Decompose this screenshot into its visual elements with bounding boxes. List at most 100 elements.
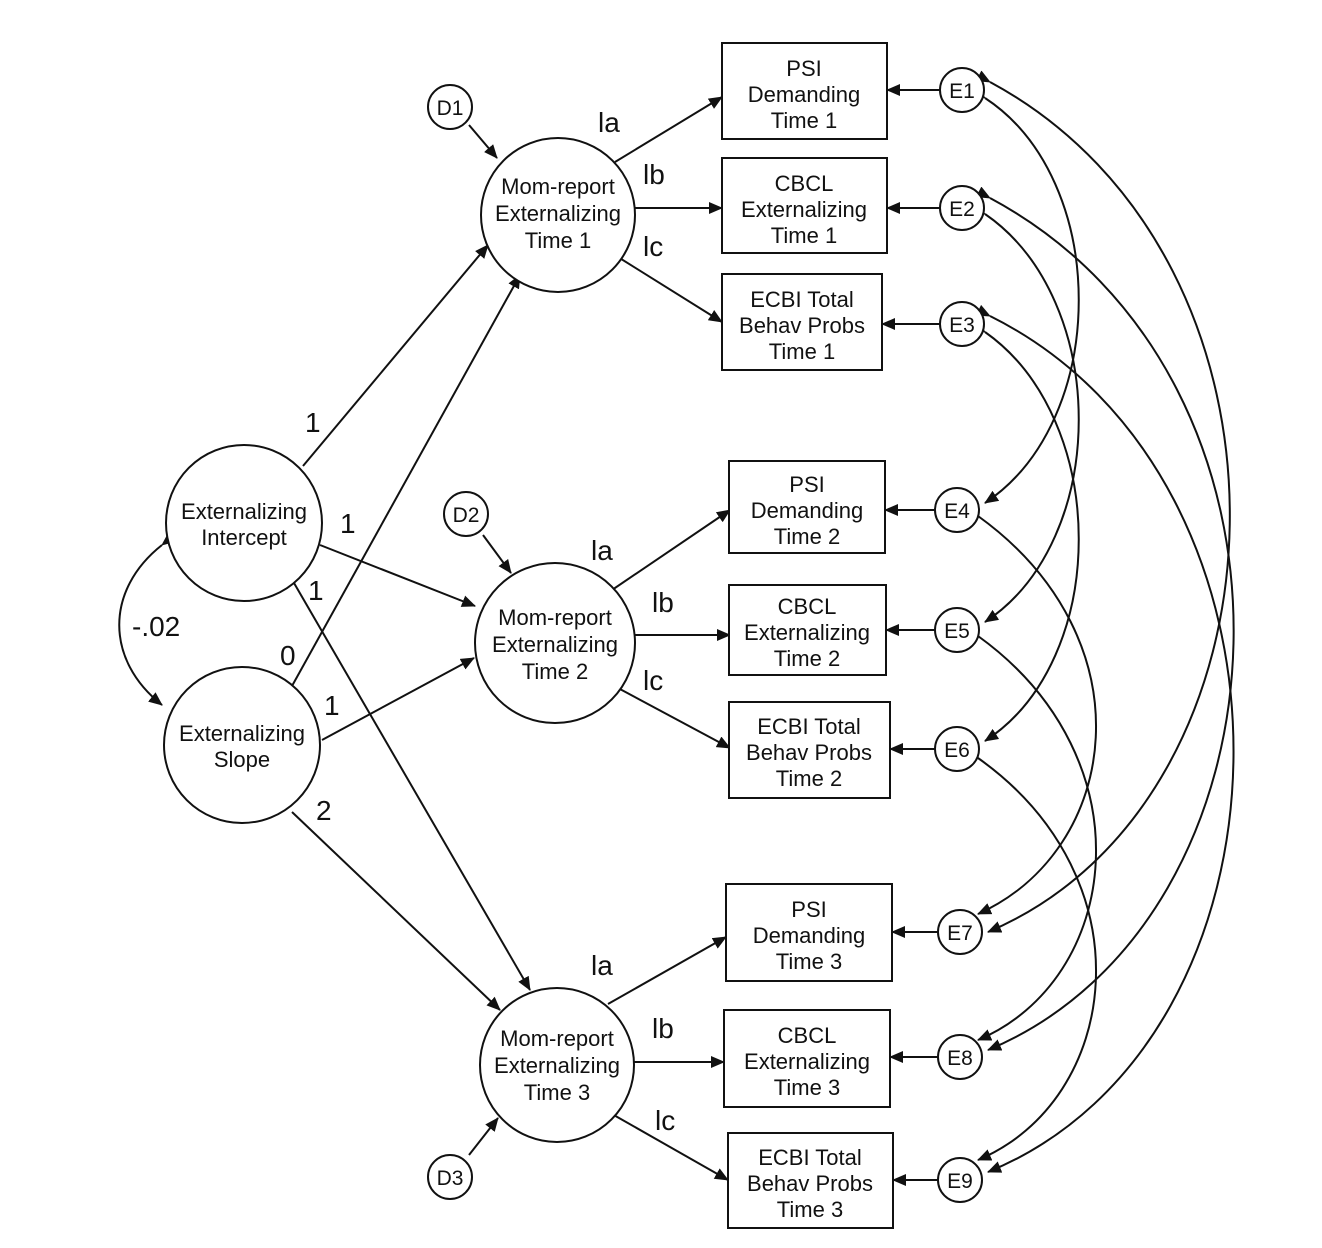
svg-text:E5: E5 [944, 620, 970, 643]
error-paths [881, 84, 940, 1186]
error-e8: E8 [937, 1034, 983, 1080]
svg-text:Externalizing: Externalizing [741, 197, 867, 222]
svg-text:Intercept: Intercept [201, 525, 287, 550]
svg-text:Time 1: Time 1 [771, 223, 837, 248]
svg-text:Time 3: Time 3 [777, 1197, 843, 1222]
svg-text:CBCL: CBCL [778, 594, 837, 619]
intercept-slope-covariance [118, 532, 176, 706]
svg-text:PSI: PSI [789, 472, 824, 497]
svg-text:Externalizing: Externalizing [744, 620, 870, 645]
error-e6: E6 [934, 726, 980, 772]
growth-paths [118, 244, 531, 1011]
svg-text:Externalizing: Externalizing [494, 1053, 620, 1078]
slope-factor: Externalizing Slope [163, 666, 321, 824]
svg-text:Externalizing: Externalizing [744, 1049, 870, 1074]
svg-text:E2: E2 [949, 198, 975, 221]
covariance-e2-e5 [970, 201, 1080, 623]
svg-text:Time 3: Time 3 [774, 1075, 840, 1100]
svg-text:ECBI Total: ECBI Total [758, 1145, 862, 1170]
svg-text:Time 2: Time 2 [776, 766, 842, 791]
covariance-e1-e4 [970, 85, 1080, 504]
svg-text:Time 2: Time 2 [774, 646, 840, 671]
svg-text:PSI: PSI [786, 56, 821, 81]
svg-text:Time 2: Time 2 [522, 659, 588, 684]
svg-text:E3: E3 [949, 314, 975, 337]
label-lb-t1: lb [643, 159, 665, 190]
label-intercept-time2: 1 [340, 508, 356, 539]
label-covariance: -.02 [132, 611, 180, 642]
svg-text:Slope: Slope [214, 747, 270, 772]
svg-text:ECBI Total: ECBI Total [757, 714, 861, 739]
svg-text:Externalizing: Externalizing [492, 632, 618, 657]
covariance-e6-e9 [963, 745, 1098, 1161]
indicator-psi-time-3: PSI Demanding Time 3 [725, 883, 893, 982]
error-e1: E1 [939, 67, 985, 113]
path-labels: 1 1 1 0 1 2 -.02 la lb lc la lb lc la lb… [132, 107, 675, 1136]
label-intercept-time3: 1 [308, 575, 324, 606]
label-lc-t2: lc [643, 665, 663, 696]
error-e7: E7 [937, 909, 983, 955]
svg-text:Externalizing: Externalizing [495, 201, 621, 226]
svg-text:D3: D3 [437, 1167, 464, 1190]
svg-text:Time 2: Time 2 [774, 524, 840, 549]
svg-text:Behav Probs: Behav Probs [739, 313, 865, 338]
label-slope-time1: 0 [280, 640, 296, 671]
label-slope-time3: 2 [316, 795, 332, 826]
error-e4: E4 [934, 487, 980, 533]
svg-text:Time 3: Time 3 [776, 949, 842, 974]
indicator-ecbi-time-1: ECBI Total Behav Probs Time 1 [721, 273, 883, 371]
svg-text:Behav Probs: Behav Probs [747, 1171, 873, 1196]
time-factor-1: Mom-report Externalizing Time 1 [480, 137, 636, 293]
svg-text:Time 1: Time 1 [771, 108, 837, 133]
indicator-psi-time-1: PSI Demanding Time 1 [721, 42, 888, 140]
covariance-e3-e6 [970, 319, 1080, 742]
svg-text:Time 1: Time 1 [525, 228, 591, 253]
label-lc-t1: lc [643, 231, 663, 262]
svg-text:E4: E4 [944, 500, 970, 523]
indicator-psi-time-2: PSI Demanding Time 2 [728, 460, 886, 554]
indicator-ecbi-time-3: ECBI Total Behav Probs Time 3 [727, 1132, 894, 1229]
label-lc-t3: lc [655, 1105, 675, 1136]
svg-text:E9: E9 [947, 1170, 973, 1193]
svg-text:Time 1: Time 1 [769, 339, 835, 364]
error-e2: E2 [939, 185, 985, 231]
svg-text:Externalizing: Externalizing [181, 499, 307, 524]
loading-paths [607, 96, 731, 1181]
intercept-factor: Externalizing Intercept [165, 444, 323, 602]
error-e5: E5 [934, 607, 980, 653]
error-covariances [963, 70, 1235, 1173]
svg-text:ECBI Total: ECBI Total [750, 287, 854, 312]
svg-text:Time 3: Time 3 [524, 1080, 590, 1105]
svg-text:E8: E8 [947, 1047, 973, 1070]
svg-text:Demanding: Demanding [748, 82, 861, 107]
label-intercept-time1: 1 [305, 407, 321, 438]
covariance-e4-e7 [963, 503, 1098, 915]
disturbance-d2: D2 [443, 491, 489, 537]
disturbance-paths [468, 124, 512, 1156]
svg-text:Mom-report: Mom-report [498, 605, 612, 630]
label-lb-t3: lb [652, 1013, 674, 1044]
disturbance-d3: D3 [427, 1154, 473, 1200]
svg-text:Mom-report: Mom-report [501, 174, 615, 199]
indicator-ecbi-time-2: ECBI Total Behav Probs Time 2 [728, 701, 891, 799]
time-factor-3: Mom-report Externalizing Time 3 [479, 987, 635, 1143]
covariance-e5-e8 [963, 623, 1098, 1041]
indicator-cbcl-time-3: CBCL Externalizing Time 3 [723, 1009, 891, 1108]
time-factor-2: Mom-report Externalizing Time 2 [474, 562, 636, 724]
svg-text:Demanding: Demanding [751, 498, 864, 523]
label-slope-time2: 1 [324, 690, 340, 721]
disturbance-d1: D1 [427, 84, 473, 130]
svg-text:E1: E1 [949, 80, 975, 103]
svg-text:E7: E7 [947, 922, 973, 945]
covariance-e1-e7 [975, 70, 1231, 933]
covariance-e2-e8 [975, 186, 1235, 1051]
svg-text:CBCL: CBCL [775, 171, 834, 196]
svg-text:D1: D1 [437, 97, 464, 120]
svg-text:Behav Probs: Behav Probs [746, 740, 872, 765]
svg-text:D2: D2 [453, 504, 480, 527]
covariance-e3-e9 [975, 304, 1235, 1173]
label-la-t2: la [591, 535, 613, 566]
indicator-cbcl-time-2: CBCL Externalizing Time 2 [728, 584, 887, 676]
label-la-t1: la [598, 107, 620, 138]
svg-text:Externalizing: Externalizing [179, 721, 305, 746]
